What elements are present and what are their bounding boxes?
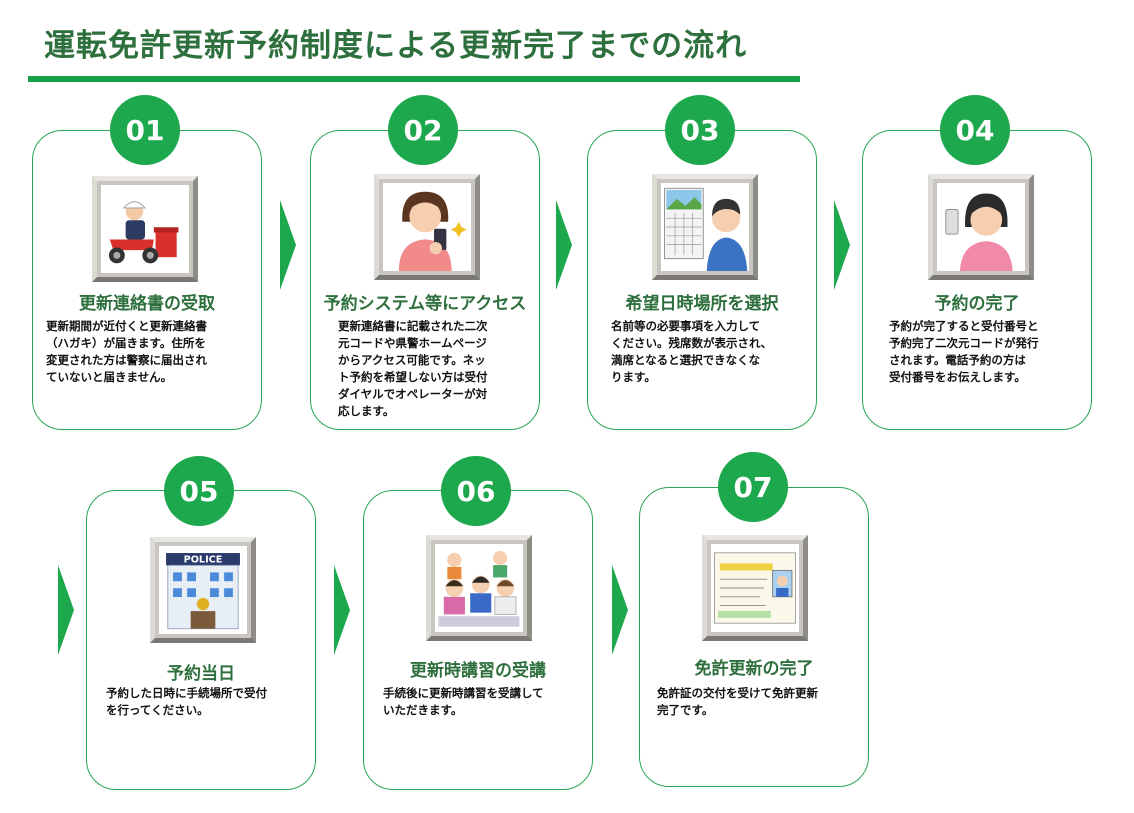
step-title-02: 予約システム等にアクセス bbox=[323, 294, 527, 314]
police-station-illustration-icon: POLICE bbox=[150, 537, 256, 643]
flow-arrow-icon bbox=[58, 565, 74, 655]
step-number-06: 06 bbox=[441, 456, 511, 526]
flow-arrow-icon bbox=[834, 200, 850, 290]
step-number-01: 01 bbox=[110, 95, 180, 165]
mail-delivery-illustration-icon bbox=[92, 176, 198, 282]
step-description-07: 免許証の交付を受けて免許更新 完了です。 bbox=[657, 686, 818, 717]
step-description-04: 予約が完了すると受付番号と 予約完了二次元コードが発行 されます。電話予約の方は… bbox=[889, 319, 1039, 384]
reservation-complete-illustration-icon bbox=[928, 174, 1034, 280]
step-title-03: 希望日時場所を選択 bbox=[625, 294, 779, 314]
lecture-class-illustration-icon bbox=[426, 535, 532, 641]
step-title-07: 免許更新の完了 bbox=[694, 659, 814, 679]
flow-arrow-icon bbox=[280, 200, 296, 290]
step-title-01: 更新連絡書の受取 bbox=[79, 294, 215, 314]
step-number-04: 04 bbox=[940, 95, 1010, 165]
driver-license-illustration-icon bbox=[702, 535, 808, 641]
smartphone-user-illustration-icon bbox=[374, 174, 480, 280]
page-title: 運転免許更新予約制度による更新完了までの流れ bbox=[44, 28, 748, 64]
flow-arrow-icon bbox=[334, 565, 350, 655]
flow-arrow-icon bbox=[556, 200, 572, 290]
svg-text:POLICE: POLICE bbox=[184, 555, 223, 566]
step-title-04: 予約の完了 bbox=[934, 294, 1020, 314]
flow-arrow-icon bbox=[612, 565, 628, 655]
step-number-03: 03 bbox=[665, 95, 735, 165]
step-description-01: 更新期間が近付くと更新連絡書 （ハガキ）が届きます。住所を 変更された方は警察に… bbox=[46, 319, 207, 384]
step-title-05: 予約当日 bbox=[167, 664, 235, 684]
step-number-02: 02 bbox=[388, 95, 458, 165]
step-description-03: 名前等の必要事項を入力して ください。残席数が表示され、 満席となると選択できな… bbox=[611, 319, 773, 384]
step-number-07: 07 bbox=[718, 452, 788, 522]
step-description-02: 更新連絡書に記載された二次 元コードや県警ホームページ からアクセス可能です。ネ… bbox=[338, 319, 488, 418]
step-description-05: 予約した日時に手続場所で受付 を行ってください。 bbox=[106, 686, 267, 717]
step-title-06: 更新時講習の受講 bbox=[410, 661, 546, 681]
title-underline bbox=[28, 76, 800, 82]
step-number-05: 05 bbox=[164, 456, 234, 526]
step-description-06: 手続後に更新時講習を受講して いただきます。 bbox=[383, 686, 544, 717]
calendar-selection-illustration-icon bbox=[652, 174, 758, 280]
